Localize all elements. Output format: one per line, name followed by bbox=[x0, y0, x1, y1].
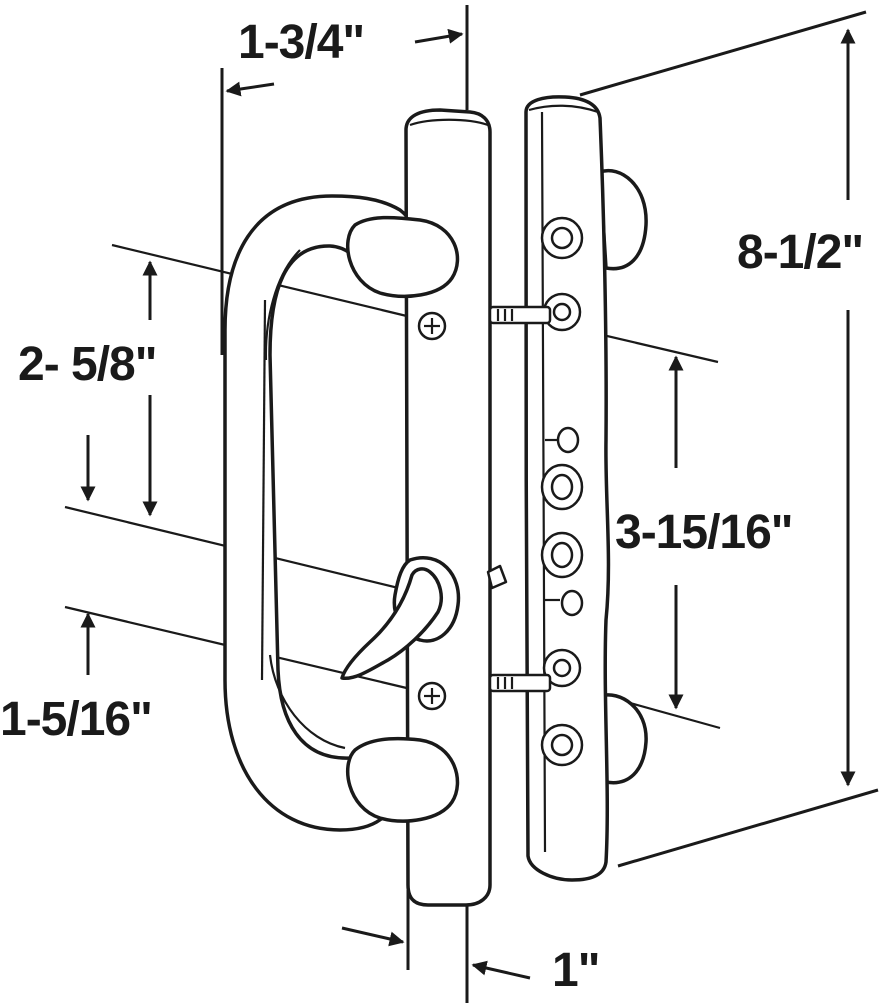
top-width-dimension bbox=[220, 5, 469, 355]
door-handle-icon bbox=[223, 108, 492, 907]
screw-icon bbox=[417, 311, 447, 341]
latch-tab-icon bbox=[486, 564, 508, 590]
lower-offset-label: 1-5/16" bbox=[0, 693, 152, 746]
overall-height-label: 8-1/2" bbox=[737, 226, 863, 279]
plate-width-label: 1" bbox=[552, 944, 599, 997]
plate-width-dimension bbox=[341, 890, 531, 1003]
inside-pull-icon bbox=[524, 95, 648, 882]
mounting-pin-icon bbox=[488, 305, 552, 325]
thumb-lever-icon bbox=[340, 556, 461, 680]
screw-icon bbox=[417, 681, 447, 711]
mounting-pin-icon bbox=[488, 673, 552, 693]
upper-offset-label: 2- 5/8" bbox=[18, 338, 157, 391]
overall-height-dimension bbox=[579, 10, 879, 868]
hole-spacing-label: 3-15/16" bbox=[615, 506, 793, 559]
top-width-label: 1-3/4" bbox=[238, 16, 364, 69]
